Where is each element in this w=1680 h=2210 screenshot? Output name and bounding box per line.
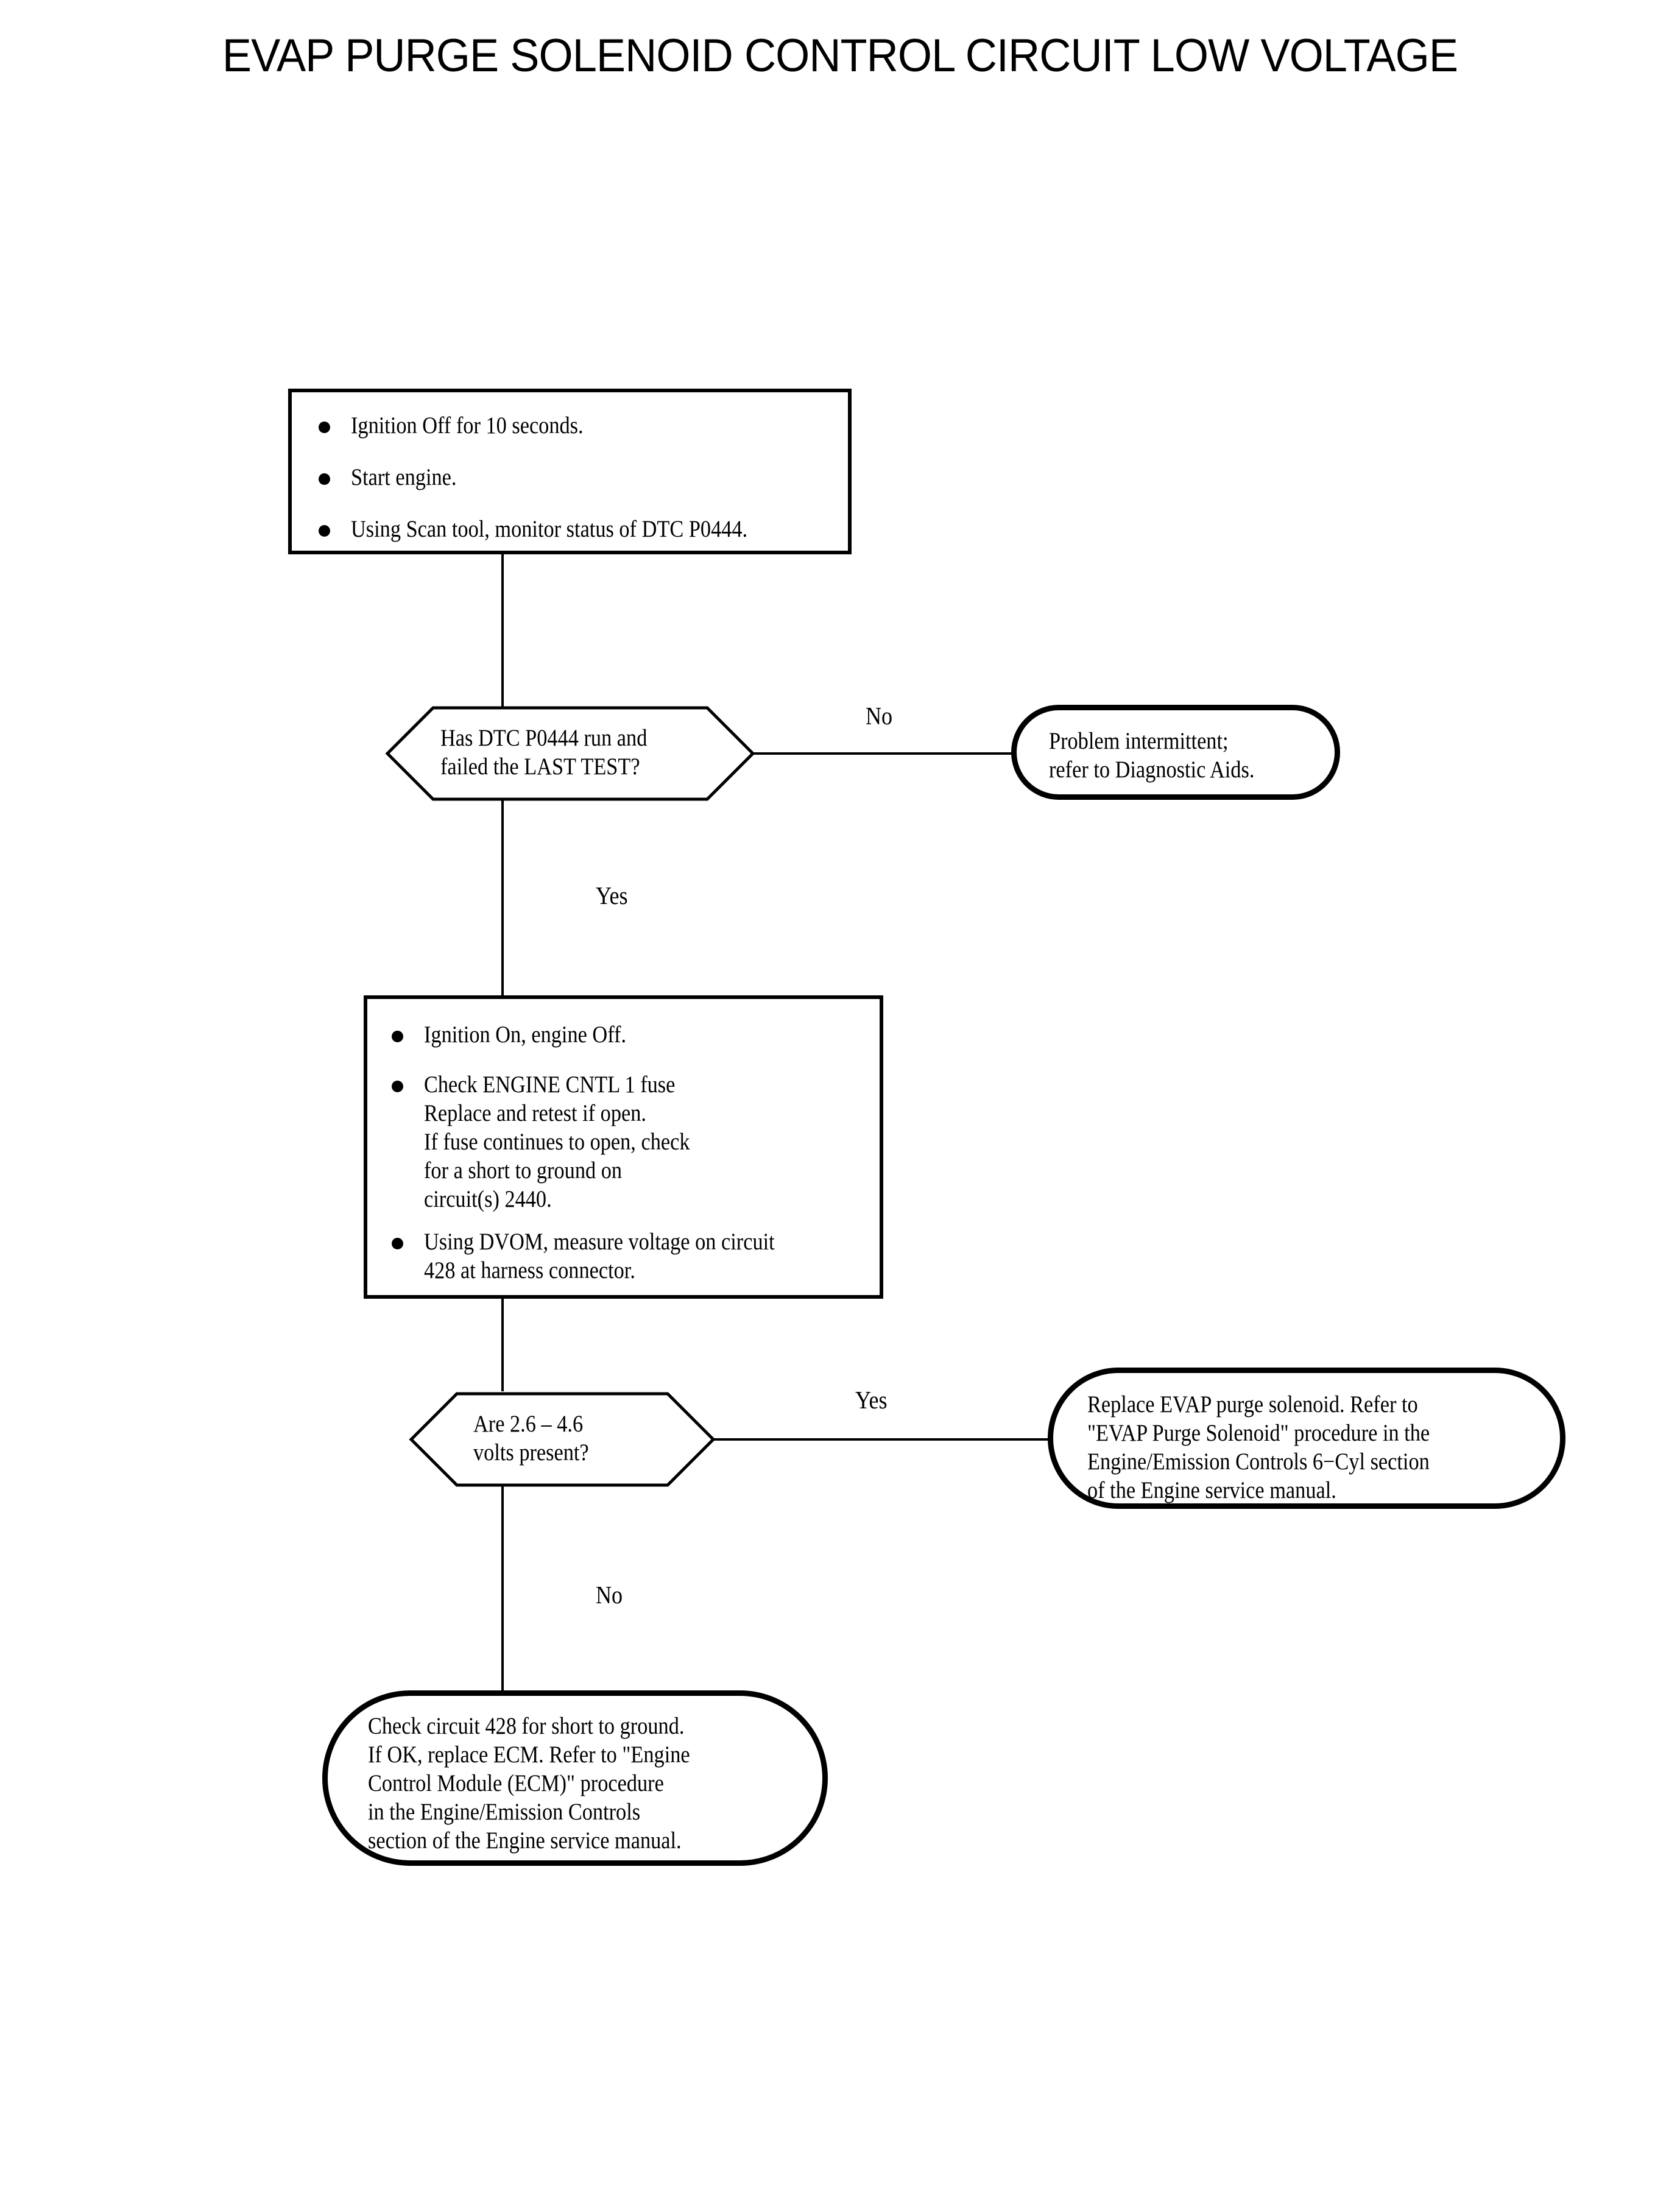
result1-line1: Problem intermittent; xyxy=(1049,728,1229,754)
result3-line2: If OK, replace ECM. Refer to "Engine xyxy=(368,1742,690,1768)
edge-label-no-2: No xyxy=(596,1581,623,1609)
list-item-label: Using DVOM, measure voltage on circuit 4… xyxy=(424,1229,775,1283)
step1-bullet-list: Ignition Off for 10 seconds. Start engin… xyxy=(292,392,848,551)
bullet-icon xyxy=(319,525,330,537)
list-item-label: Ignition Off for 10 seconds. xyxy=(351,412,584,439)
decision2-line2: volts present? xyxy=(473,1439,589,1466)
bullet-icon xyxy=(319,422,330,433)
node-result3: Check circuit 428 for short to ground. I… xyxy=(322,1690,828,1866)
result3-label: Check circuit 428 for short to ground. I… xyxy=(368,1712,734,1855)
connector-decision2-result2 xyxy=(714,1438,1050,1441)
node-decision1: Has DTC P0444 run and failed the LAST TE… xyxy=(385,705,755,802)
decision1-line1: Has DTC P0444 run and xyxy=(440,725,648,751)
result1-line2: refer to Diagnostic Aids. xyxy=(1049,757,1255,783)
result2-line1: Replace EVAP purge solenoid. Refer to xyxy=(1087,1391,1418,1417)
page-title: EVAP PURGE SOLENOID CONTROL CIRCUIT LOW … xyxy=(222,30,1458,82)
connector-decision2-result3 xyxy=(501,1485,504,1693)
edge-label-yes-2: Yes xyxy=(855,1386,888,1414)
connector-decision1-result1 xyxy=(754,752,1014,755)
decision2-label: Are 2.6 – 4.6 volts present? xyxy=(473,1410,605,1467)
result3-line1: Check circuit 428 for short to ground. xyxy=(368,1713,685,1739)
node-step2: Ignition On, engine Off. Check ENGINE CN… xyxy=(364,995,883,1299)
decision2-line1: Are 2.6 – 4.6 xyxy=(473,1411,584,1437)
connector-step2-decision2 xyxy=(501,1299,504,1391)
edge-label-yes-1: Yes xyxy=(596,881,628,909)
node-result2: Replace EVAP purge solenoid. Refer to "E… xyxy=(1048,1368,1565,1509)
result1-label: Problem intermittent; refer to Diagnosti… xyxy=(1049,727,1282,784)
edge-label-no-1: No xyxy=(866,702,893,730)
result3-line4: in the Engine/Emission Controls xyxy=(368,1799,641,1825)
result2-label: Replace EVAP purge solenoid. Refer to "E… xyxy=(1087,1390,1477,1505)
bullet-icon xyxy=(392,1238,403,1249)
result2-line4: of the Engine service manual. xyxy=(1087,1477,1336,1503)
list-item-label: Ignition On, engine Off. xyxy=(424,1022,627,1048)
node-step1: Ignition Off for 10 seconds. Start engin… xyxy=(288,389,852,554)
decision1-line2: failed the LAST TEST? xyxy=(440,754,640,780)
result3-line5: section of the Engine service manual. xyxy=(368,1827,682,1854)
node-result1: Problem intermittent; refer to Diagnosti… xyxy=(1011,705,1340,800)
bullet-icon xyxy=(392,1031,403,1042)
list-item-label: Check ENGINE CNTL 1 fuse Replace and ret… xyxy=(424,1071,690,1212)
connector-decision1-step2 xyxy=(501,799,504,995)
bullet-icon xyxy=(392,1081,403,1092)
hexagon-shape xyxy=(409,1392,716,1487)
list-item-label: Start engine. xyxy=(351,464,457,490)
bullet-icon xyxy=(319,473,330,485)
result2-line2: "EVAP Purge Solenoid" procedure in the xyxy=(1087,1420,1430,1446)
decision1-label: Has DTC P0444 run and failed the LAST TE… xyxy=(440,724,676,781)
result3-line3: Control Module (ECM)" procedure xyxy=(368,1770,664,1796)
result2-line3: Engine/Emission Controls 6−Cyl section xyxy=(1087,1449,1430,1475)
hexagon-shape xyxy=(385,706,755,801)
connector-step1-decision1 xyxy=(501,554,504,708)
step2-bullet-list: Ignition On, engine Off. Check ENGINE CN… xyxy=(367,999,880,1295)
list-item-label: Using Scan tool, monitor status of DTC P… xyxy=(351,516,748,542)
node-decision2: Are 2.6 – 4.6 volts present? xyxy=(409,1391,716,1488)
